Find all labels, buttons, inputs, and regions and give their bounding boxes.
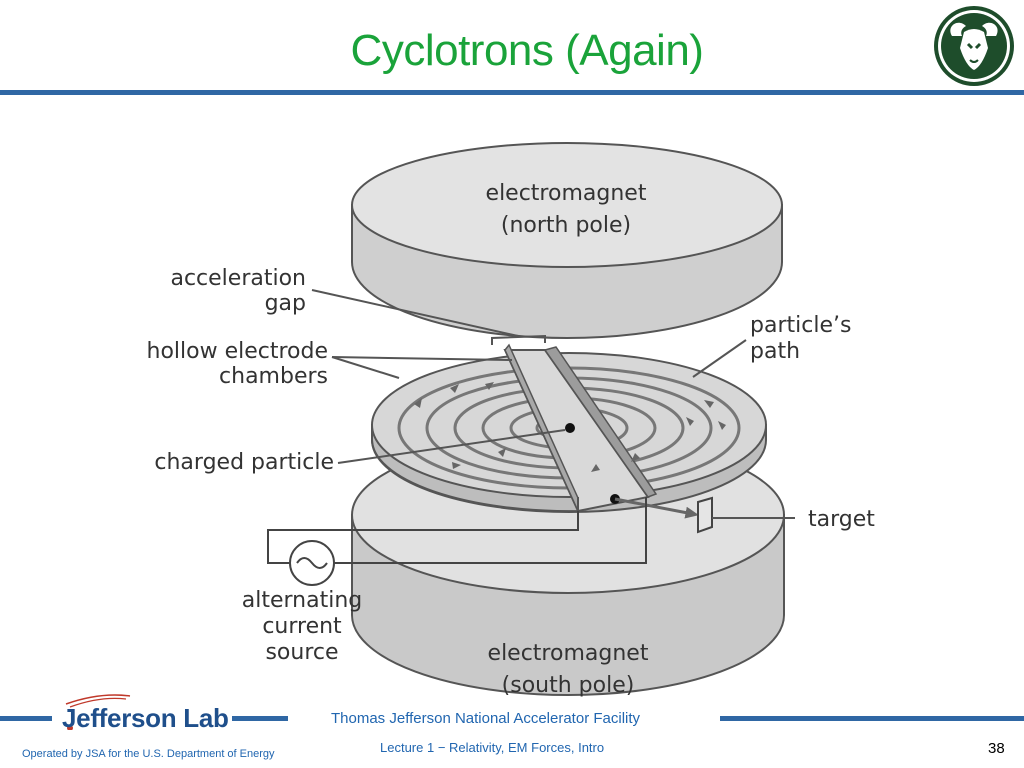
footer-rule-right [720, 716, 1024, 721]
jefferson-lab-swoosh-icon [65, 694, 131, 730]
north-pole-label-1: electromagnet [486, 181, 647, 206]
footer-rule-left [0, 716, 52, 721]
jefferson-lab-logo: Jefferson Lab [62, 703, 229, 733]
charged-particle-label: charged particle [154, 450, 334, 475]
particles-path-label-1: particle’s [750, 313, 851, 338]
north-pole-disc [351, 142, 783, 339]
acceleration-gap-label-1: acceleration [170, 266, 306, 291]
ac-source-label-1: alternating [242, 588, 362, 613]
ac-source-label-3: source [265, 640, 338, 665]
leader-lines [311, 289, 795, 519]
title-divider [0, 90, 1024, 95]
footer-rule-mid [232, 716, 288, 721]
hollow-electrode-label-1: hollow electrode [147, 339, 329, 364]
ac-circuit [267, 497, 647, 586]
target-label: target [808, 507, 875, 532]
target-block [697, 496, 713, 534]
slide-title: Cyclotrons (Again) [350, 26, 704, 75]
charged-particle-dot [565, 423, 575, 433]
operated-by: Operated by JSA for the U.S. Department … [22, 748, 275, 760]
page-number: 38 [988, 740, 1005, 757]
south-pole-label-2: (south pole) [502, 673, 635, 698]
lecture-title: Lecture 1 − Relativity, EM Forces, Intro [380, 740, 605, 755]
beam-line [614, 497, 699, 519]
ac-source-label-2: current [262, 614, 342, 639]
hollow-electrode-label-2: chambers [219, 364, 328, 389]
ram-logo-icon [934, 6, 1014, 86]
path-arrows [414, 382, 726, 472]
gap-bracket [491, 334, 546, 345]
south-pole-label-1: electromagnet [488, 641, 649, 666]
facility-name: Thomas Jefferson National Accelerator Fa… [331, 710, 641, 727]
north-pole-label-2: (north pole) [501, 213, 631, 238]
particles-path-label-2: path [750, 339, 800, 364]
acceleration-gap-label-2: gap [265, 291, 306, 316]
cyclotron-diagram: electromagnet (north pole) acceleration … [147, 142, 875, 698]
